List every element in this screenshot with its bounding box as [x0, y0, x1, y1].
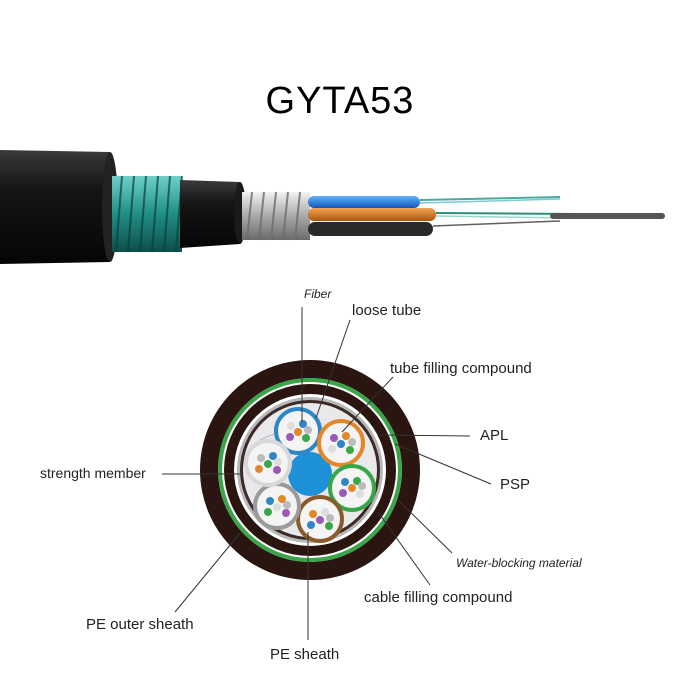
loose-tube-orange — [317, 419, 365, 467]
label-pe-outer-sheath: PE outer sheath — [86, 616, 194, 633]
label-fiber: Fiber — [304, 287, 332, 301]
loose-tube-brown — [296, 495, 344, 543]
loose-tube-white — [244, 439, 292, 487]
label-water-blocking-material: Water-blocking material — [456, 556, 582, 570]
cable-side-view — [0, 150, 665, 264]
label-loose-tube: loose tube — [352, 302, 422, 319]
loose-tube-green — [328, 464, 376, 512]
label-pe-sheath: PE sheath — [270, 646, 340, 663]
label-cable-filling-compound: cable filling compound — [364, 589, 513, 606]
leader-lines — [162, 307, 492, 640]
label-tube-filling-compound: tube filling compound — [390, 360, 532, 377]
label-apl: APL — [480, 427, 509, 444]
loose-tube-grey — [253, 482, 301, 530]
loose-tube-blue — [274, 407, 322, 455]
cable-cross-section — [200, 360, 420, 580]
diagram-title: GYTA53 — [265, 80, 415, 122]
label-psp: PSP — [500, 476, 531, 493]
label-strength-member: strength member — [40, 465, 146, 481]
